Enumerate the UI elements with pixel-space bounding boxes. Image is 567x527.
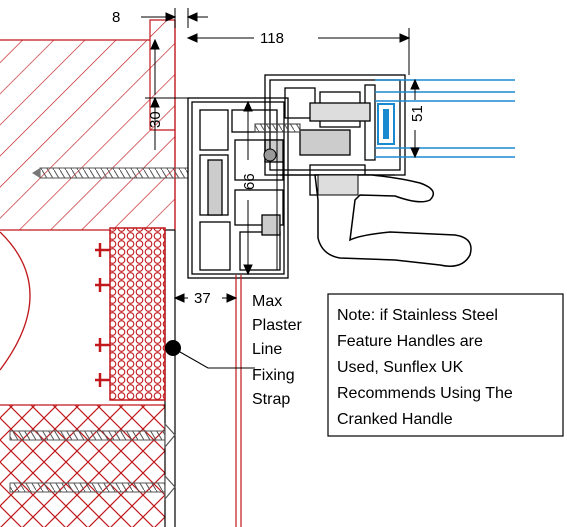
fixing-screw-middle	[9, 422, 176, 449]
dim-30-label: 30	[147, 111, 164, 128]
dim-118-label: 118	[260, 30, 284, 47]
fixing-strap-label-2: Strap	[252, 391, 290, 408]
fixing-screw-bottom	[9, 474, 176, 501]
plaster-line-guides	[235, 275, 242, 527]
insulation-block	[95, 227, 166, 401]
note-line-3: Used, Sunflex UK	[337, 359, 464, 376]
dim-66-label: 66	[241, 173, 258, 190]
door-handle	[314, 174, 472, 267]
dim-8-label: 8	[112, 9, 120, 26]
glazing-unit	[375, 79, 515, 158]
note-box: Note: if Stainless Steel Feature Handles…	[327, 293, 564, 437]
note-line-4: Recommends Using The	[337, 385, 513, 402]
note-line-1: Note: if Stainless Steel	[337, 307, 498, 324]
max-plaster-line-label-2: Plaster	[252, 317, 302, 334]
fixing-strap-label-1: Fixing	[252, 367, 295, 384]
note-line-2: Feature Handles are	[337, 333, 483, 350]
fixing-strap-marker	[165, 340, 255, 369]
dim-51-label: 51	[409, 105, 426, 122]
dim-37-label: 37	[194, 290, 211, 307]
max-plaster-line-label-3: Line	[252, 341, 282, 358]
fixing-screw-top	[32, 167, 189, 179]
sash-profile	[264, 74, 406, 196]
max-plaster-line-label-1: Max	[252, 293, 282, 310]
dimension-lines	[141, 8, 420, 303]
note-line-5: Cranked Handle	[337, 411, 453, 428]
sash-screw	[254, 123, 301, 162]
